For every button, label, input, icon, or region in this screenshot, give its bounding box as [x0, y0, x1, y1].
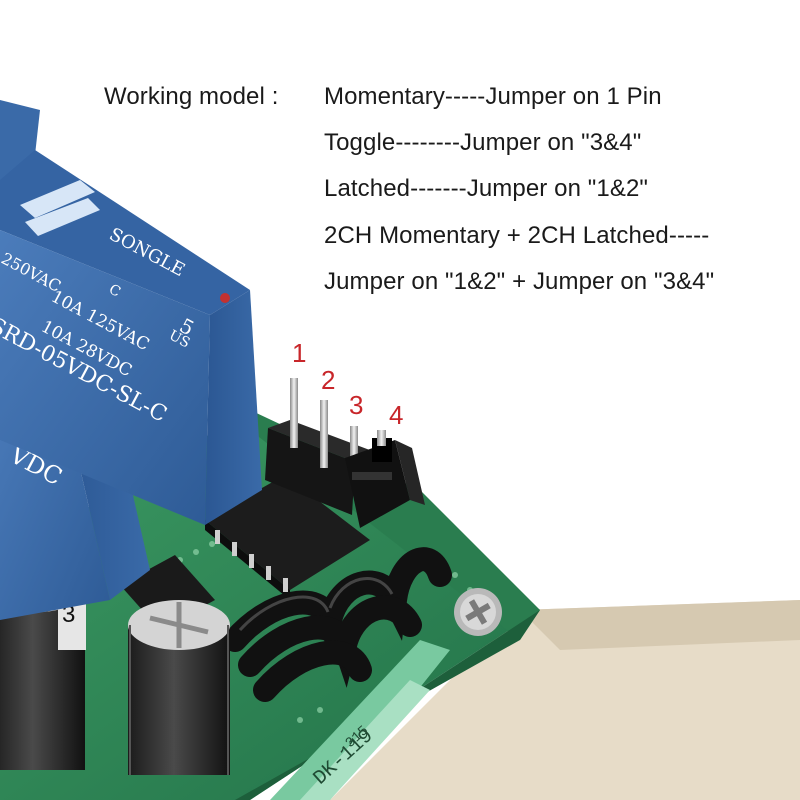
header-pins — [265, 378, 375, 515]
relay-main: SONGLE 5 US C 250VAC 10A 125VAC 10A 28VD… — [0, 150, 262, 525]
relay-logo — [20, 180, 100, 236]
enclosure — [330, 600, 800, 800]
pin-label-1: 1 — [292, 338, 307, 368]
jumper-cap — [345, 430, 425, 528]
coil-highlight — [238, 577, 394, 632]
capacitor-right — [128, 600, 230, 775]
relay-corner-dot — [220, 293, 230, 303]
caption-line-4: 2CH Momentary + 2CH Latched----- — [324, 222, 710, 249]
pin-2 — [320, 400, 328, 468]
pin-label-2: 2 — [321, 365, 336, 395]
screw — [454, 588, 502, 636]
caption-line-5: Jumper on "1&2" + Jumper on "3&4" — [324, 268, 715, 295]
caption-line-1: Momentary-----Jumper on 1 Pin — [324, 83, 662, 110]
pin-3 — [350, 426, 358, 476]
pin-label-3: 3 — [349, 390, 364, 420]
ic-chip — [205, 475, 370, 600]
pin-label-4: 4 — [389, 400, 404, 430]
pin-1 — [290, 378, 298, 448]
caption-prefix: Working model : — [104, 83, 279, 110]
rf-module: DK-119 315 — [270, 640, 450, 800]
caption-line-3: Latched-------Jumper on "1&2" — [324, 175, 649, 202]
caption-line-2: Toggle--------Jumper on "3&4" — [324, 129, 642, 156]
coil-antenna — [223, 547, 452, 702]
